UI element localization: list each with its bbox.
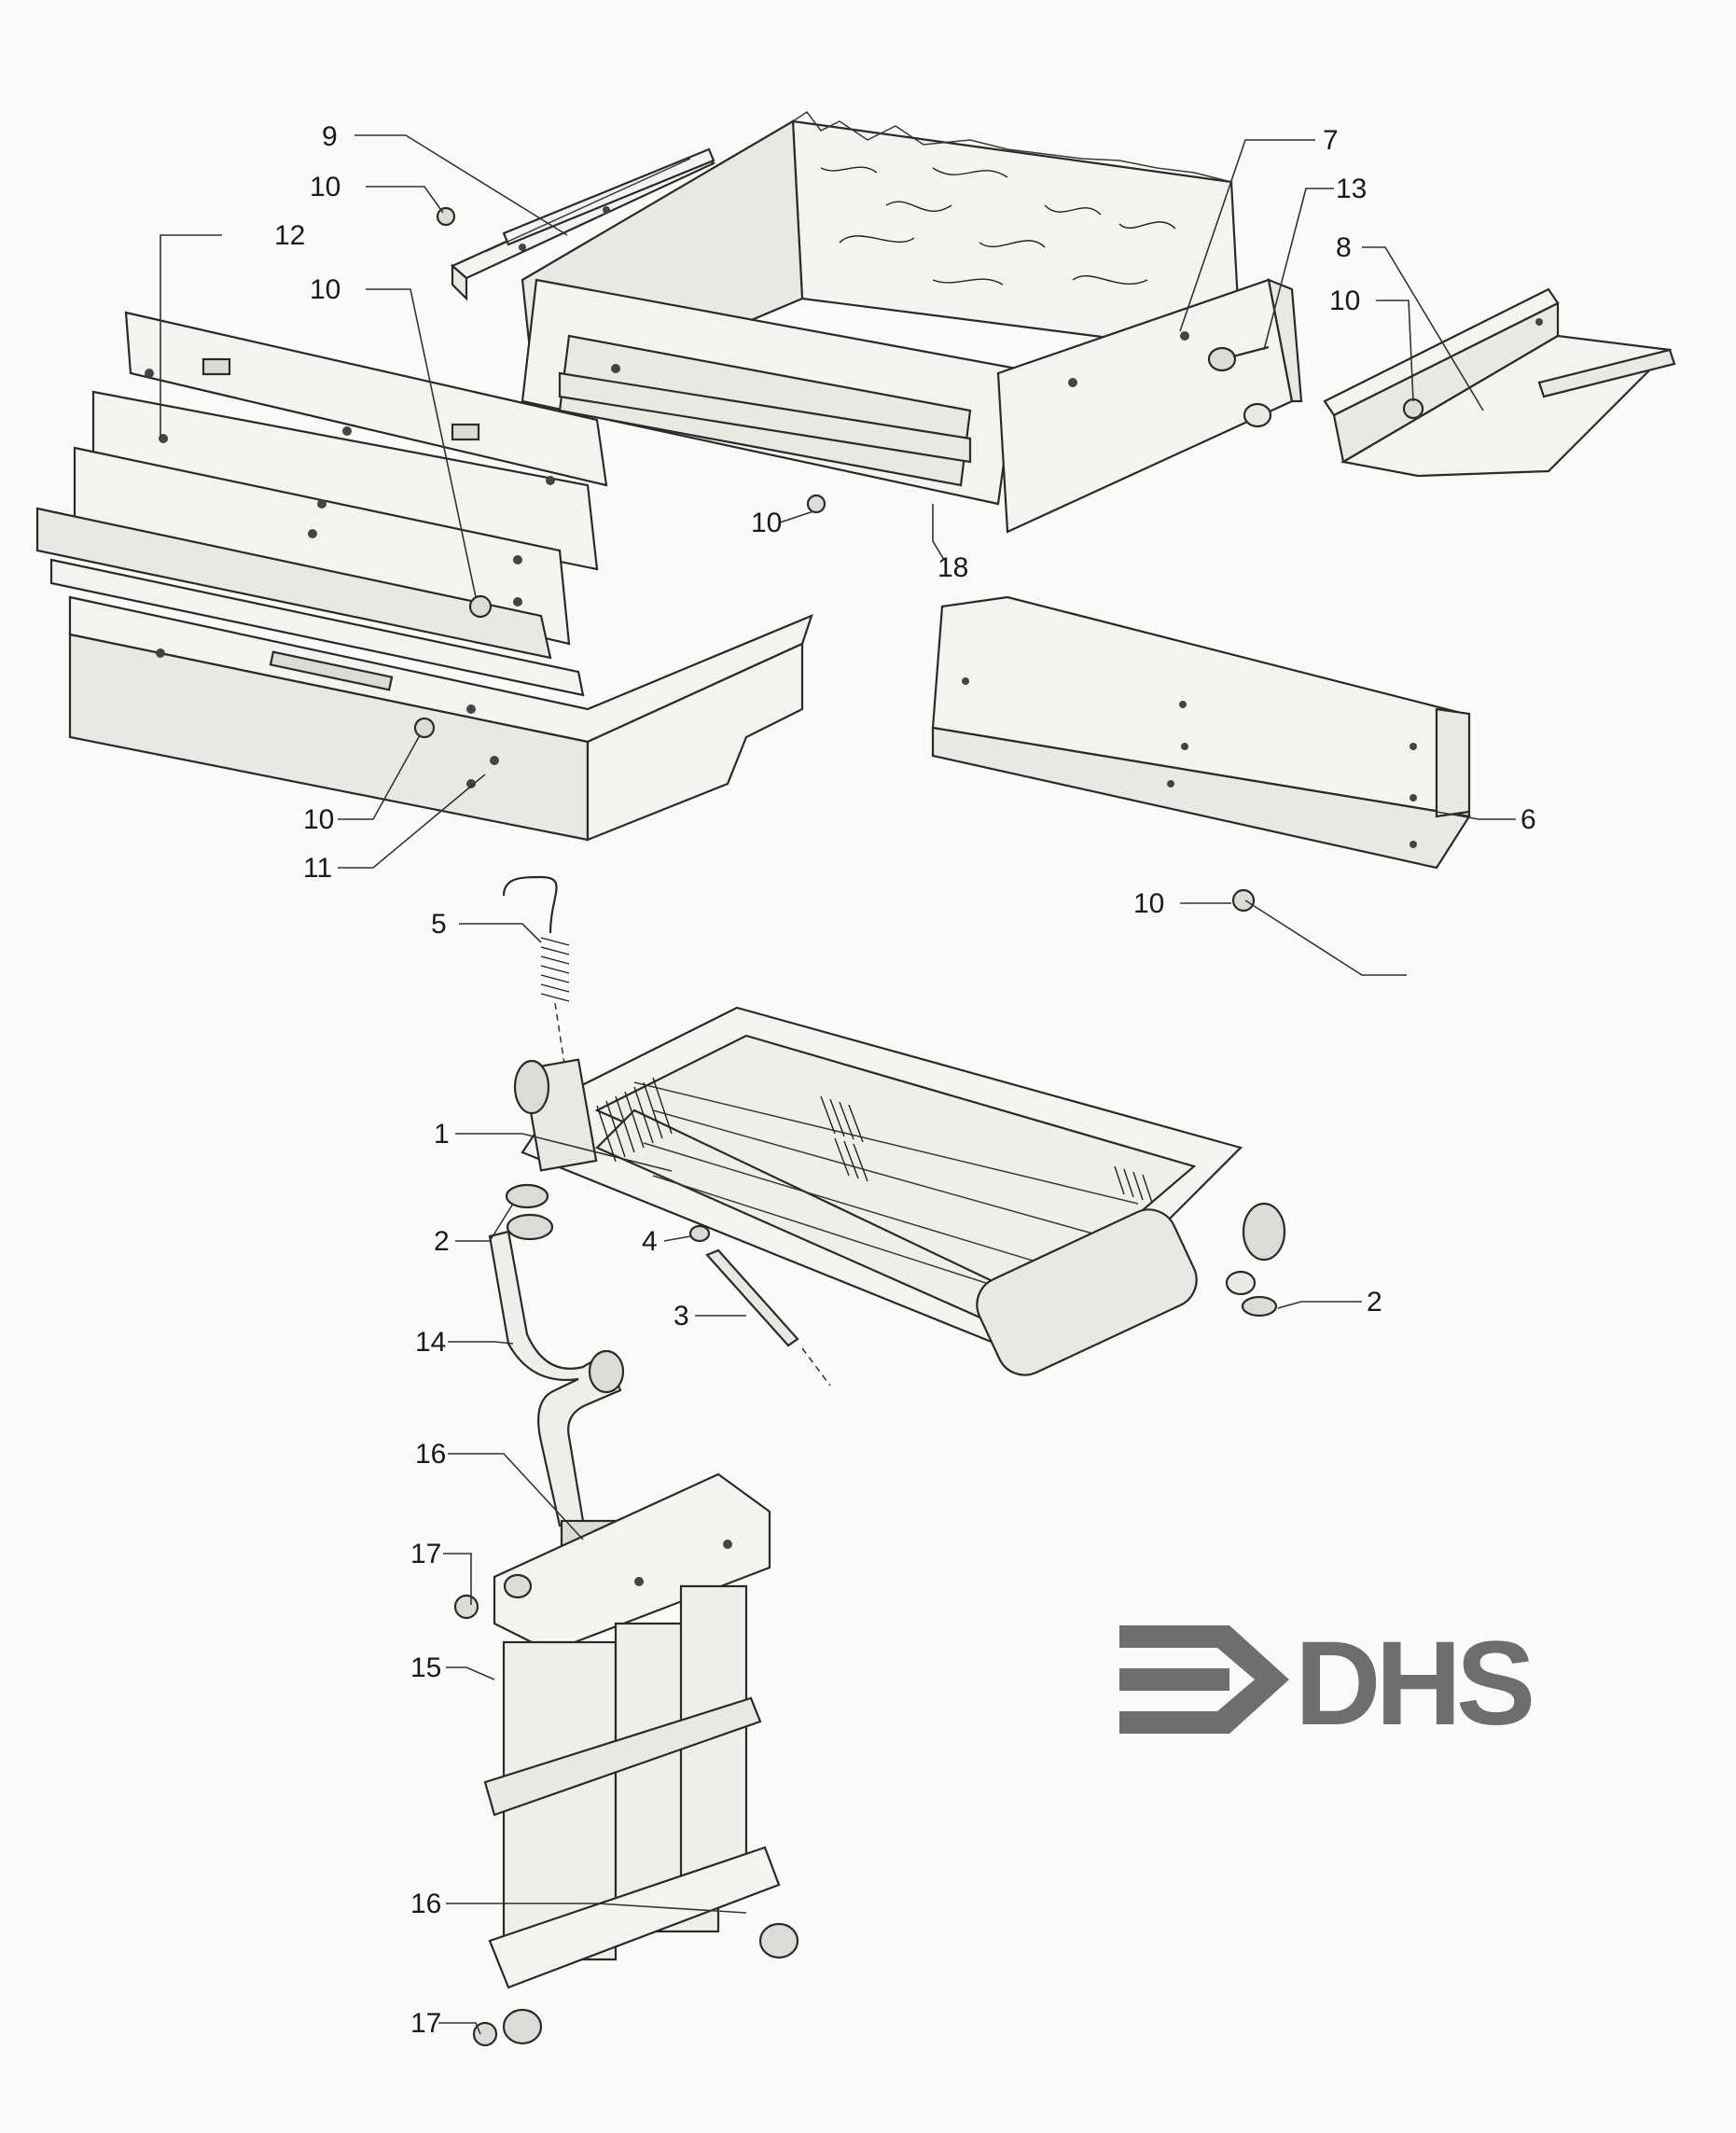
callout-10: 10 [310, 274, 340, 305]
part-12-front-panel [35, 311, 608, 697]
callout-12: 12 [274, 220, 305, 251]
callout-5: 5 [431, 909, 447, 940]
callout-11: 11 [303, 853, 332, 884]
part-11-tray [68, 595, 813, 842]
callout-3: 3 [674, 1301, 689, 1331]
part-5-spring [502, 875, 570, 1065]
callout-8: 8 [1336, 232, 1352, 263]
callout-17: 17 [410, 1539, 441, 1569]
callout-18: 18 [937, 552, 968, 583]
part-18-rail [558, 371, 972, 464]
callout-2: 2 [434, 1226, 450, 1257]
part-8-bracket [1323, 287, 1676, 478]
logo-arrow-mark [1119, 1625, 1289, 1734]
callout-16: 16 [410, 1889, 441, 1919]
leader-lines [160, 134, 1516, 2035]
part-15-dhw-exchanger [453, 1472, 799, 2047]
callout-10: 10 [1329, 286, 1360, 316]
callout-10: 10 [751, 508, 782, 538]
callout-10: 10 [1133, 888, 1164, 919]
part-10-screws [413, 206, 1424, 913]
callout-labels: 9 10 12 10 7 13 8 10 10 18 10 11 6 10 5 … [274, 121, 1536, 2039]
callout-15: 15 [410, 1652, 441, 1683]
part-4-clip [688, 1224, 711, 1243]
part-7-combustion-chamber [521, 110, 1303, 534]
callout-7: 7 [1323, 125, 1339, 156]
part-3-sensor [705, 1248, 831, 1387]
part-13-screw [1207, 345, 1272, 428]
logo-text: DHS [1295, 1617, 1532, 1750]
callout-4: 4 [642, 1226, 658, 1257]
callout-1: 1 [434, 1119, 450, 1150]
callout-9: 9 [322, 121, 338, 152]
callout-2: 2 [1367, 1287, 1382, 1317]
callout-17: 17 [410, 2008, 441, 2039]
callout-10: 10 [303, 804, 334, 835]
callout-6: 6 [1521, 804, 1536, 835]
part-6-side-panel [931, 595, 1471, 870]
dhs-logo: DHS [1119, 1617, 1537, 1750]
callout-10: 10 [310, 172, 340, 202]
part-14-pipe [488, 1230, 625, 1527]
part-2-washers [505, 1183, 1278, 1317]
part-1-heat-exchanger [513, 1006, 1286, 1376]
callout-16: 16 [415, 1439, 446, 1470]
part-9-bracket [450, 147, 716, 301]
logo-arrow-bar [1119, 1668, 1229, 1691]
callout-13: 13 [1336, 174, 1367, 204]
callout-14: 14 [415, 1327, 446, 1358]
